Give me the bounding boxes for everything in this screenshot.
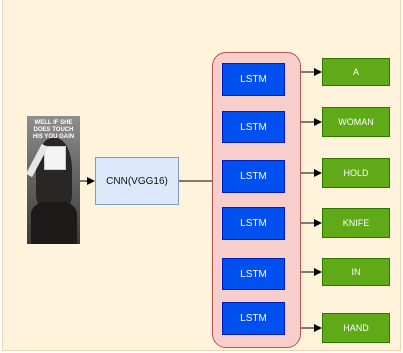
lstm-cell: LSTM: [222, 111, 285, 143]
image-face-mask: [44, 146, 66, 170]
image-caption: WELL IF SHE DOES TOUCH HIS YOU GAIN: [32, 120, 75, 140]
lstm-cell: LSTM: [222, 258, 285, 290]
output-word: HAND: [322, 313, 390, 343]
output-word: HOLD: [322, 158, 390, 188]
output-word: KNIFE: [322, 208, 390, 238]
lstm-decoder-group: [212, 52, 301, 348]
output-word: A: [322, 58, 390, 86]
image-body: [31, 202, 77, 244]
cnn-encoder-box: CNN(VGG16): [95, 157, 179, 205]
output-word: IN: [322, 258, 390, 286]
lstm-cell: LSTM: [222, 63, 285, 96]
lstm-cell: LSTM: [222, 302, 285, 335]
input-image: WELL IF SHE DOES TOUCH HIS YOU GAIN: [27, 116, 80, 244]
output-word: WOMAN: [322, 107, 390, 137]
lstm-cell: LSTM: [222, 207, 285, 240]
lstm-cell: LSTM: [222, 160, 285, 193]
